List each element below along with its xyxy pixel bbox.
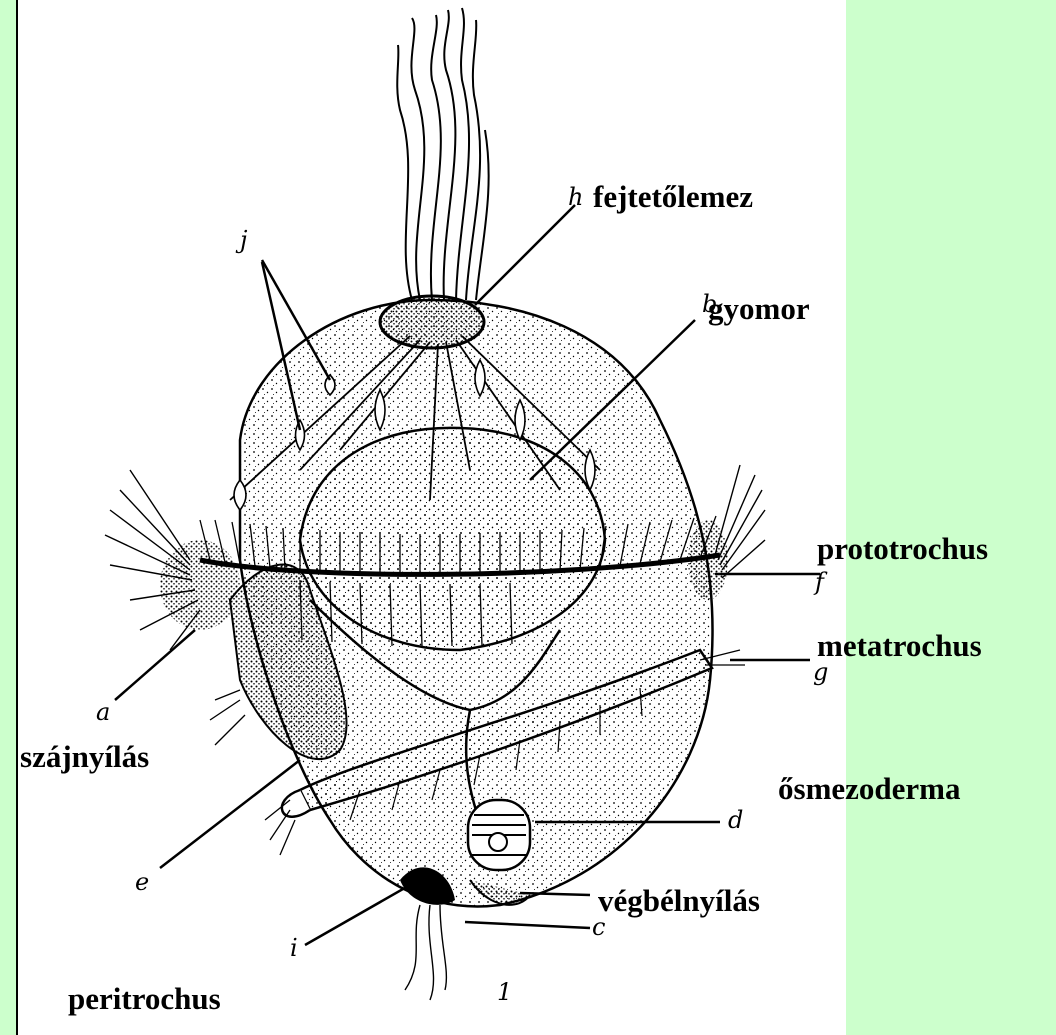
figure-number: 1 (497, 980, 512, 1004)
letter-g: g (813, 660, 828, 684)
letter-b: b (702, 292, 717, 316)
label-metatrochus: metatrochus (817, 630, 982, 661)
label-fejtetolemez: fejtetőlemez (593, 181, 753, 212)
label-szajnyilas: szájnyílás (20, 741, 149, 772)
letter-d: d (728, 808, 743, 832)
apical-tuft (397, 8, 488, 300)
right-ciliary-mass (688, 520, 728, 600)
label-gyomor: gyomor (708, 293, 810, 324)
label-vegbelnyilas: végbélnyílás (598, 885, 760, 916)
letter-f: f (815, 570, 824, 594)
letter-a: a (96, 700, 110, 724)
label-osmezoderma: ősmezoderma (778, 773, 961, 804)
letter-j: j (240, 228, 247, 252)
letter-i: i (290, 936, 298, 960)
letter-c: c (592, 915, 605, 939)
apical-plate (380, 296, 484, 348)
left-ciliary-mass (160, 540, 240, 630)
label-prototrochus: prototrochus (817, 533, 988, 564)
label-peritrochus: peritrochus (68, 983, 221, 1014)
letter-e: e (135, 870, 149, 894)
posterior-cilia (405, 905, 446, 1000)
letter-h: h (568, 185, 583, 209)
